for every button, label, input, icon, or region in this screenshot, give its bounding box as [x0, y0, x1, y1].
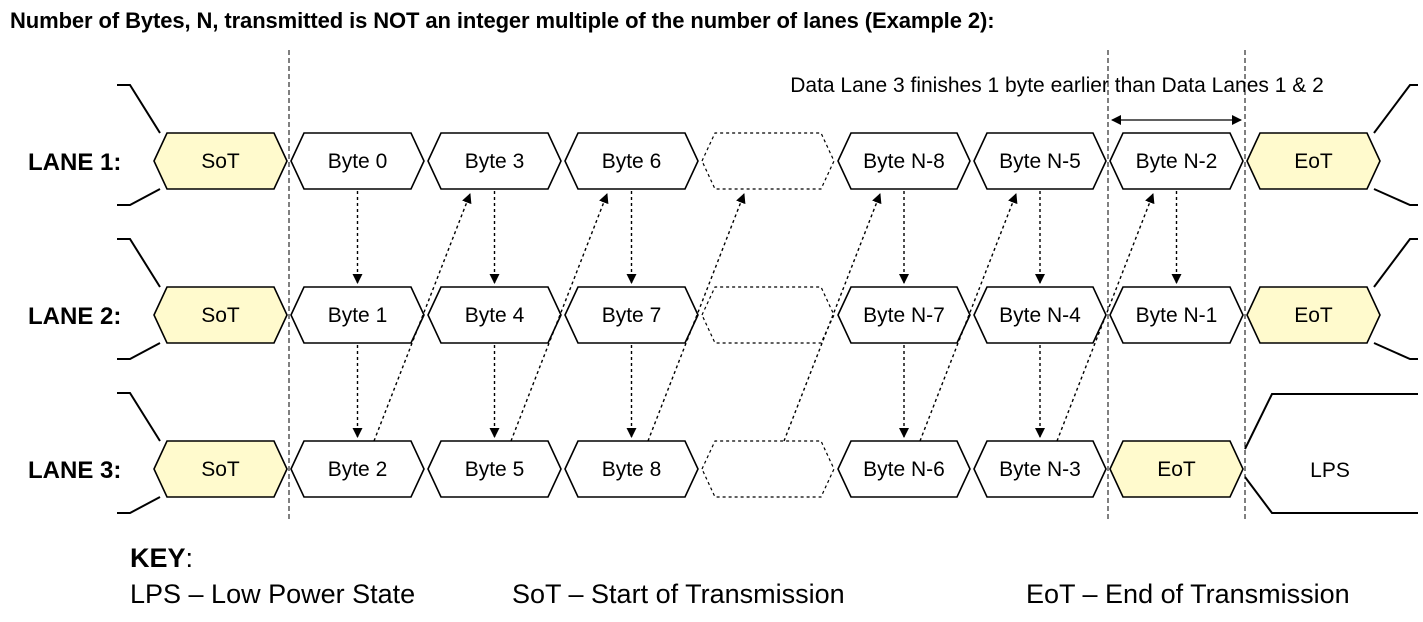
lane-2-cell-byte-n-1: [1109, 286, 1244, 344]
lane-3-cell-byte-n-6-label: Byte N-6: [863, 458, 945, 481]
lane-2-gap-cell: [701, 286, 835, 344]
lane-2-cell-byte-n-4: [973, 286, 1107, 344]
lane-3-label: LANE 3:: [28, 457, 121, 484]
lane-1-cell-byte-3: [427, 132, 562, 190]
key-items-row: LPS – Low Power State SoT – Start of Tra…: [130, 576, 1410, 612]
lane-3-cell-sot-label: SoT: [201, 458, 240, 481]
key-colon: :: [185, 543, 194, 573]
lane-3-cell-byte-5: [427, 440, 562, 498]
lane-2-leadin-top: [117, 238, 161, 288]
lane-3-cell-byte-n-6: [837, 440, 971, 498]
lane-1-cell-sot: [153, 132, 288, 190]
lane-3-cell-sot: [153, 440, 288, 498]
lane-1-gap-cell: [701, 132, 835, 190]
lane-1-cell-sot-label: SoT: [201, 150, 240, 173]
lane-2-cell-byte-4-label: Byte 4: [465, 304, 525, 327]
flow-arrow-diagonal-4: [783, 193, 882, 442]
lane-1-cell-byte-n-8-label: Byte N-8: [863, 150, 945, 173]
lane-1-cell-byte-0-label: Byte 0: [328, 150, 388, 173]
key-item-lps: LPS – Low Power State: [130, 579, 416, 609]
lane-2-cell-byte-n-4-label: Byte N-4: [999, 304, 1081, 327]
lane-2-cell-eot: [1246, 286, 1381, 344]
lane-3-cell-eot: [1109, 440, 1244, 498]
flow-arrow-diagonal-6: [1056, 193, 1155, 442]
lane-3-cell-byte-2: [290, 440, 425, 498]
lane-1-cell-byte-n-8: [837, 132, 971, 190]
lane-2-cell-sot-label: SoT: [201, 304, 240, 327]
lane-1-leadin-bottom: [117, 188, 161, 206]
flow-arrow-diagonal-1: [373, 193, 472, 442]
lane-2-leadout-bottom: [1373, 342, 1418, 360]
lane-1-cell-byte-n-5: [973, 132, 1107, 190]
flow-arrow-diagonal-3: [647, 193, 746, 442]
lps-transition-top: [1244, 393, 1418, 450]
lps-transition-bottom: [1244, 476, 1418, 514]
lane-1-cell-byte-n-2: [1109, 132, 1244, 190]
arrows-group: [352, 191, 1182, 442]
lane-1-cell-byte-0: [290, 132, 425, 190]
lane-3-cell-byte-8-label: Byte 8: [602, 458, 662, 481]
lane-2-cell-eot-label: EoT: [1294, 304, 1333, 327]
key-item-eot: EoT – End of Transmission: [1026, 579, 1350, 609]
flow-arrow-diagonal-2: [510, 193, 609, 442]
lane-1-label: LANE 1:: [28, 149, 121, 176]
lane-2-label: LANE 2:: [28, 303, 121, 330]
lane-2-cell-byte-4: [427, 286, 562, 344]
annotation-text: Data Lane 3 finishes 1 byte earlier than…: [790, 74, 1324, 97]
lane-3-cell-byte-5-label: Byte 5: [465, 458, 525, 481]
lane-2-cell-byte-1: [290, 286, 425, 344]
key-item-sot: SoT – Start of Transmission: [512, 579, 845, 609]
lane-1-cell-eot: [1246, 132, 1381, 190]
lane-2-cell-byte-7: [564, 286, 699, 344]
lane-1-leadin-top: [117, 84, 161, 134]
lane-3-cell-byte-8: [564, 440, 699, 498]
lane-1-cell-eot-label: EoT: [1294, 150, 1333, 173]
lps-label: LPS: [1310, 459, 1350, 482]
lane-3-leadin-top: [117, 392, 161, 442]
page-title: Number of Bytes, N, transmitted is NOT a…: [10, 8, 995, 33]
lane-2-cell-sot: [153, 286, 288, 344]
lane-3-cell-byte-n-3: [973, 440, 1107, 498]
flow-arrow-diagonal-5: [919, 193, 1018, 442]
lane-1-cell-byte-3-label: Byte 3: [465, 150, 525, 173]
key-heading: KEY: [130, 543, 186, 573]
lane-3-gap-cell: [701, 440, 835, 498]
lane-1-cell-byte-6: [564, 132, 699, 190]
lane-2-leadin-bottom: [117, 342, 161, 360]
lane-3-cell-byte-2-label: Byte 2: [328, 458, 388, 481]
lane-3-cell-eot-label: EoT: [1157, 458, 1196, 481]
lane-2-cell-byte-n-7: [837, 286, 971, 344]
lane-2-cell-byte-7-label: Byte 7: [602, 304, 662, 327]
lane-1-leadout-bottom: [1373, 188, 1418, 206]
lane-1-cell-byte-6-label: Byte 6: [602, 150, 662, 173]
lane-1-cell-byte-n-2-label: Byte N-2: [1136, 150, 1218, 173]
lane-2-leadout-top: [1373, 238, 1418, 288]
lane-1-cell-byte-n-5-label: Byte N-5: [999, 150, 1081, 173]
lane-2-cell-byte-1-label: Byte 1: [328, 304, 388, 327]
lane-1-leadout-top: [1373, 84, 1418, 134]
lane-3-cell-byte-n-3-label: Byte N-3: [999, 458, 1081, 481]
lane-2-cell-byte-n-7-label: Byte N-7: [863, 304, 945, 327]
legend-key: KEY: LPS – Low Power State SoT – Start o…: [130, 540, 1410, 612]
lane-3-leadin-bottom: [117, 496, 161, 514]
lane-2-cell-byte-n-1-label: Byte N-1: [1136, 304, 1218, 327]
